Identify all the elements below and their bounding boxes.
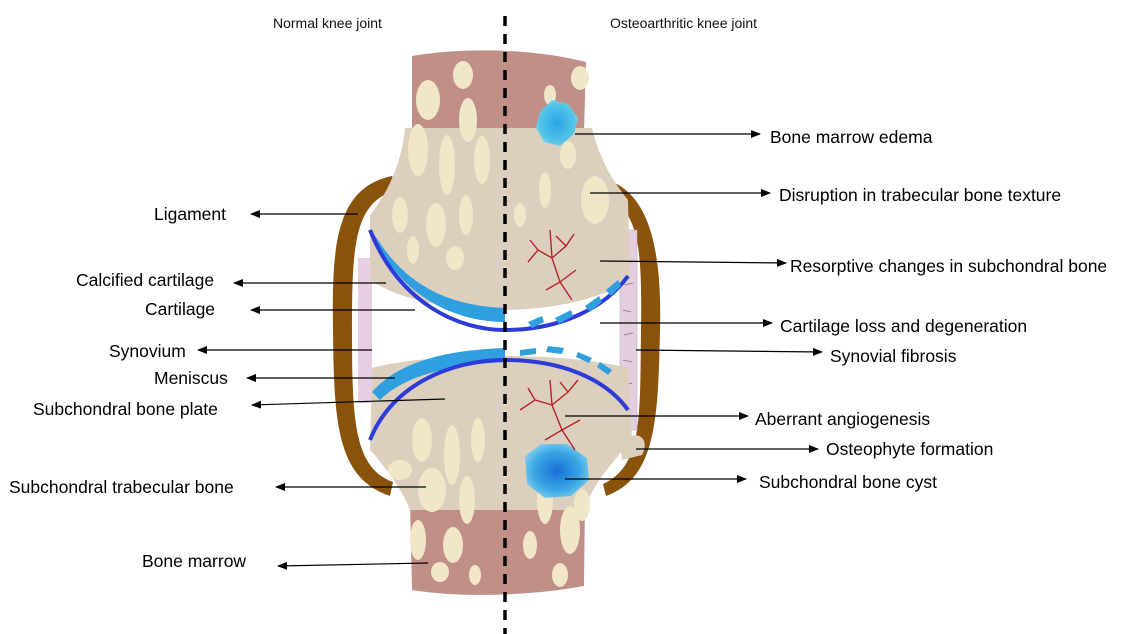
label-disruption-trabecular: Disruption in trabecular bone texture <box>779 185 1061 205</box>
label-meniscus: Meniscus <box>154 368 228 388</box>
label-osteophyte-formation: Osteophyte formation <box>826 439 993 459</box>
label-subchondral-bone-plate: Subchondral bone plate <box>33 399 218 419</box>
label-bone-marrow-edema: Bone marrow edema <box>770 127 932 147</box>
label-subchondral-trabecular-bone: Subchondral trabecular bone <box>9 477 234 497</box>
label-calcified-cartilage: Calcified cartilage <box>76 270 214 290</box>
label-bone-marrow: Bone marrow <box>142 551 246 571</box>
normal-knee-title: Normal knee joint <box>273 15 382 31</box>
label-synovium: Synovium <box>109 341 186 361</box>
oa-knee-title: Osteoarthritic knee joint <box>610 15 757 31</box>
label-aberrant-angiogenesis: Aberrant angiogenesis <box>755 409 930 429</box>
label-cartilage-loss: Cartilage loss and degeneration <box>780 316 1027 336</box>
label-cartilage: Cartilage <box>145 299 215 319</box>
label-ligament: Ligament <box>154 204 226 224</box>
label-synovial-fibrosis: Synovial fibrosis <box>830 346 956 366</box>
label-subchondral-bone-cyst: Subchondral bone cyst <box>759 472 937 492</box>
synovium-left <box>358 258 372 403</box>
label-resorptive-changes: Resorptive changes in subchondral bone <box>790 256 1107 276</box>
